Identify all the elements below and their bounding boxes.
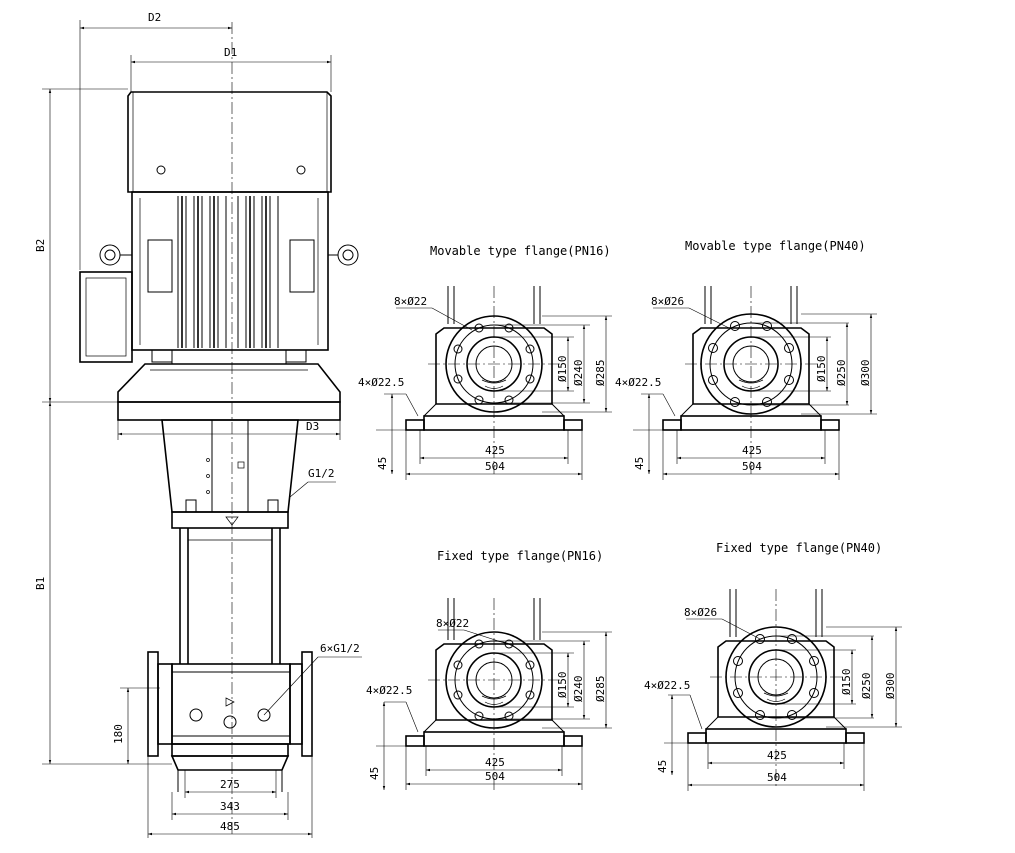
dim-b1-label: B1 bbox=[34, 577, 47, 590]
dim-d2-label: D2 bbox=[148, 11, 161, 24]
base-hole-label: 4×Ø22.5 bbox=[358, 376, 404, 389]
width-outer-label: 504 bbox=[742, 460, 762, 473]
dia-outer-label: Ø285 bbox=[594, 676, 607, 703]
width-inner-label: 425 bbox=[485, 444, 505, 457]
base-hole-label: 4×Ø22.5 bbox=[366, 684, 412, 697]
flange-view-movable-pn40: Movable type flange(PN40) 8×Ø26 4×Ø22.5 bbox=[615, 239, 877, 480]
dim-275-label: 275 bbox=[220, 778, 240, 791]
bolt-hole-label: 8×Ø26 bbox=[651, 295, 684, 308]
dim-b2-label: B2 bbox=[34, 239, 47, 252]
flange-view-fixed-pn16: Fixed type flange(PN16) 8×Ø22 4×Ø22.5 bbox=[366, 549, 612, 790]
callout-g12: G1/2 bbox=[308, 467, 335, 480]
dia-inner-label: Ø150 bbox=[840, 669, 853, 696]
dim-180-label: 180 bbox=[112, 724, 125, 744]
motor-fins bbox=[177, 196, 279, 348]
base-height-label: 45 bbox=[633, 457, 646, 470]
flange-view-fixed-pn40: Fixed type flange(PN40) 8×Ø26 4×Ø22.5 bbox=[644, 541, 902, 791]
main-pump-view: D2 D1 B2 B1 D3 G1/2 6×G1/2 180 bbox=[34, 11, 362, 838]
base-height-label: 45 bbox=[376, 457, 389, 470]
dia-outer-label: Ø300 bbox=[884, 673, 897, 700]
base-hole-label: 4×Ø22.5 bbox=[615, 376, 661, 389]
width-outer-label: 504 bbox=[767, 771, 787, 784]
flange-view-movable-pn16: Movable type flange(PN16) 8×Ø22 4×Ø22.5 bbox=[358, 244, 612, 480]
dia-inner-label: Ø150 bbox=[556, 356, 569, 383]
width-inner-label: 425 bbox=[767, 749, 787, 762]
bolt-hole-label: 8×Ø22 bbox=[436, 617, 469, 630]
dia-inner-label: Ø150 bbox=[556, 672, 569, 699]
dia-outer-label: Ø300 bbox=[859, 360, 872, 387]
dim-d1-label: D1 bbox=[224, 46, 237, 59]
base-height-label: 45 bbox=[368, 767, 381, 780]
dia-inner-label: Ø150 bbox=[815, 356, 828, 383]
width-outer-label: 504 bbox=[485, 770, 505, 783]
width-outer-label: 504 bbox=[485, 460, 505, 473]
lifting-eye-right bbox=[337, 244, 359, 266]
width-inner-label: 425 bbox=[485, 756, 505, 769]
dim-485-label: 485 bbox=[220, 820, 240, 833]
dia-mid-label: Ø240 bbox=[572, 676, 585, 703]
dia-mid-label: Ø250 bbox=[860, 673, 873, 700]
flange-title: Fixed type flange(PN40) bbox=[716, 541, 882, 555]
bolt-hole-label: 8×Ø22 bbox=[394, 295, 427, 308]
dim-d3-label: D3 bbox=[306, 420, 319, 433]
dim-343-label: 343 bbox=[220, 800, 240, 813]
terminal-box bbox=[79, 271, 133, 363]
dia-outer-label: Ø285 bbox=[594, 360, 607, 387]
width-inner-label: 425 bbox=[742, 444, 762, 457]
dia-mid-label: Ø240 bbox=[572, 360, 585, 387]
base-height-label: 45 bbox=[656, 760, 669, 773]
flange-title: Movable type flange(PN16) bbox=[430, 244, 611, 258]
callout-6xg12: 6×G1/2 bbox=[320, 642, 360, 655]
bolt-hole-label: 8×Ø26 bbox=[684, 606, 717, 619]
base-hole-label: 4×Ø22.5 bbox=[644, 679, 690, 692]
flange-title: Fixed type flange(PN16) bbox=[437, 549, 603, 563]
lifting-eye-left bbox=[99, 244, 121, 266]
dia-mid-label: Ø250 bbox=[835, 360, 848, 387]
flange-title: Movable type flange(PN40) bbox=[685, 239, 866, 253]
